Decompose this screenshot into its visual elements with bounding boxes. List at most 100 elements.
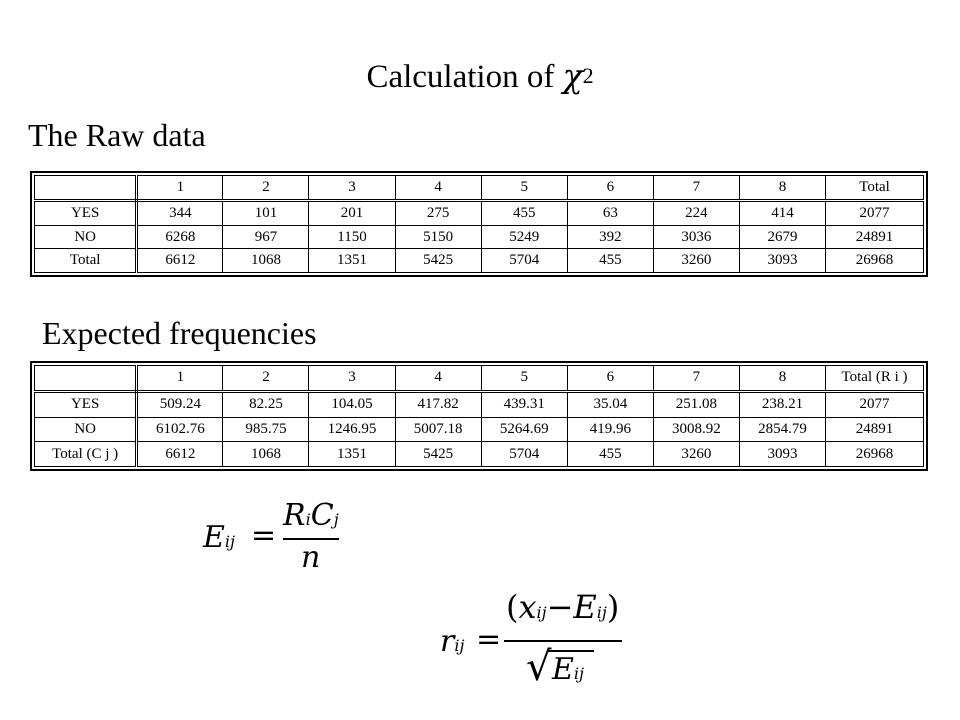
row-label-cell: Total bbox=[33, 248, 139, 273]
formula-r-sqrt-sign: √ bbox=[526, 644, 552, 690]
formula-r-fraction-bar bbox=[504, 640, 622, 642]
table-cell: 455 bbox=[566, 248, 654, 273]
table-header-cell: 7 bbox=[652, 365, 740, 393]
table-cell: 3260 bbox=[652, 441, 740, 467]
table-header-cell bbox=[33, 365, 139, 393]
table-cell: 3036 bbox=[652, 224, 740, 250]
table-header-cell: 8 bbox=[738, 365, 827, 393]
table-cell: 3093 bbox=[738, 248, 827, 273]
table-cell: 63 bbox=[566, 199, 654, 226]
table-cell: 5007.18 bbox=[394, 416, 482, 443]
formula-r-numerator: (xij−Eij) bbox=[506, 588, 620, 626]
table-cell: 5425 bbox=[394, 441, 482, 467]
table-cell: 967 bbox=[222, 224, 310, 250]
table-cell: 3008.92 bbox=[652, 416, 740, 443]
table-cell: 2679 bbox=[738, 224, 827, 250]
table-cell: 24891 bbox=[825, 416, 924, 443]
table-cell: 24891 bbox=[825, 224, 924, 250]
table-header-cell: 5 bbox=[480, 365, 568, 393]
table-cell: 3093 bbox=[738, 441, 827, 467]
table-cell: 1246.95 bbox=[308, 416, 396, 443]
table-cell: 26968 bbox=[825, 441, 924, 467]
table-cell: 5150 bbox=[394, 224, 482, 250]
slide-title: Calculation of χ2 bbox=[0, 56, 960, 100]
table-cell: 238.21 bbox=[738, 390, 827, 418]
formula-e-fraction-bar bbox=[283, 538, 339, 540]
table-header-cell: 5 bbox=[480, 175, 568, 202]
table-cell: 1351 bbox=[308, 441, 396, 467]
table-cell: 104.05 bbox=[308, 390, 396, 418]
table-header-cell bbox=[33, 175, 139, 202]
table-cell: 6612 bbox=[136, 248, 224, 273]
table-cell: 2077 bbox=[825, 199, 924, 226]
table-cell: 1068 bbox=[222, 248, 310, 273]
table-header-cell: 3 bbox=[308, 175, 396, 202]
table-header-cell: Total (R i ) bbox=[825, 365, 924, 393]
table-cell: 101 bbox=[222, 199, 310, 226]
table-header-cell: 2 bbox=[222, 365, 310, 393]
residual-formula: rij = (xij−Eij) √ Eij bbox=[440, 588, 625, 698]
table-cell: 5704 bbox=[480, 441, 568, 467]
table-cell: 82.25 bbox=[222, 390, 310, 418]
expected-frequency-formula: Eij = RiCj n bbox=[203, 496, 343, 576]
row-label-cell: NO bbox=[33, 416, 139, 443]
table-cell: 1150 bbox=[308, 224, 396, 250]
formula-r-lhs: rij bbox=[440, 624, 465, 659]
table-header-cell: 1 bbox=[136, 365, 224, 393]
table-cell: 26968 bbox=[825, 248, 924, 273]
formula-r-sqrt-bar bbox=[548, 650, 594, 652]
table-header-cell: 7 bbox=[652, 175, 740, 202]
raw-data-heading: The Raw data bbox=[28, 117, 206, 153]
table-cell: 1351 bbox=[308, 248, 396, 273]
table-cell: 6612 bbox=[136, 441, 224, 467]
formula-e-denominator: n bbox=[301, 540, 321, 575]
table-cell: 6102.76 bbox=[136, 416, 224, 443]
table-header-cell: 1 bbox=[136, 175, 224, 202]
table-cell: 2077 bbox=[825, 390, 924, 418]
table-cell: 5704 bbox=[480, 248, 568, 273]
formula-r-equals: = bbox=[476, 622, 502, 657]
table-cell: 201 bbox=[308, 199, 396, 226]
table-header-cell: 4 bbox=[394, 175, 482, 202]
table-cell: 251.08 bbox=[652, 390, 740, 418]
table-cell: 5249 bbox=[480, 224, 568, 250]
table-cell: 5264.69 bbox=[480, 416, 568, 443]
table-cell: 455 bbox=[566, 441, 654, 467]
table-cell: 6268 bbox=[136, 224, 224, 250]
table-cell: 1068 bbox=[222, 441, 310, 467]
table-cell: 224 bbox=[652, 199, 740, 226]
table-cell: 509.24 bbox=[136, 390, 224, 418]
formula-r-denominator: Eij bbox=[552, 652, 584, 687]
title-text: Calculation of bbox=[366, 59, 555, 95]
formula-e-equals: = bbox=[251, 518, 277, 553]
row-label-cell: YES bbox=[33, 199, 139, 226]
table-cell: 985.75 bbox=[222, 416, 310, 443]
chi-symbol: χ bbox=[562, 56, 583, 95]
row-label-cell: NO bbox=[33, 224, 139, 250]
table-header-cell: Total bbox=[825, 175, 924, 202]
table-cell: 392 bbox=[566, 224, 654, 250]
table-cell: 5425 bbox=[394, 248, 482, 273]
table-cell: 439.31 bbox=[480, 390, 568, 418]
table-cell: 414 bbox=[738, 199, 827, 226]
formula-e-lhs: Eij bbox=[203, 520, 235, 555]
table-cell: 455 bbox=[480, 199, 568, 226]
table-cell: 419.96 bbox=[566, 416, 654, 443]
table-cell: 417.82 bbox=[394, 390, 482, 418]
row-label-cell: Total (C j ) bbox=[33, 441, 139, 467]
table-header-cell: 6 bbox=[566, 365, 654, 393]
row-label-cell: YES bbox=[33, 390, 139, 418]
table-header-cell: 8 bbox=[738, 175, 827, 202]
table-cell: 35.04 bbox=[566, 390, 654, 418]
table-cell: 2854.79 bbox=[738, 416, 827, 443]
